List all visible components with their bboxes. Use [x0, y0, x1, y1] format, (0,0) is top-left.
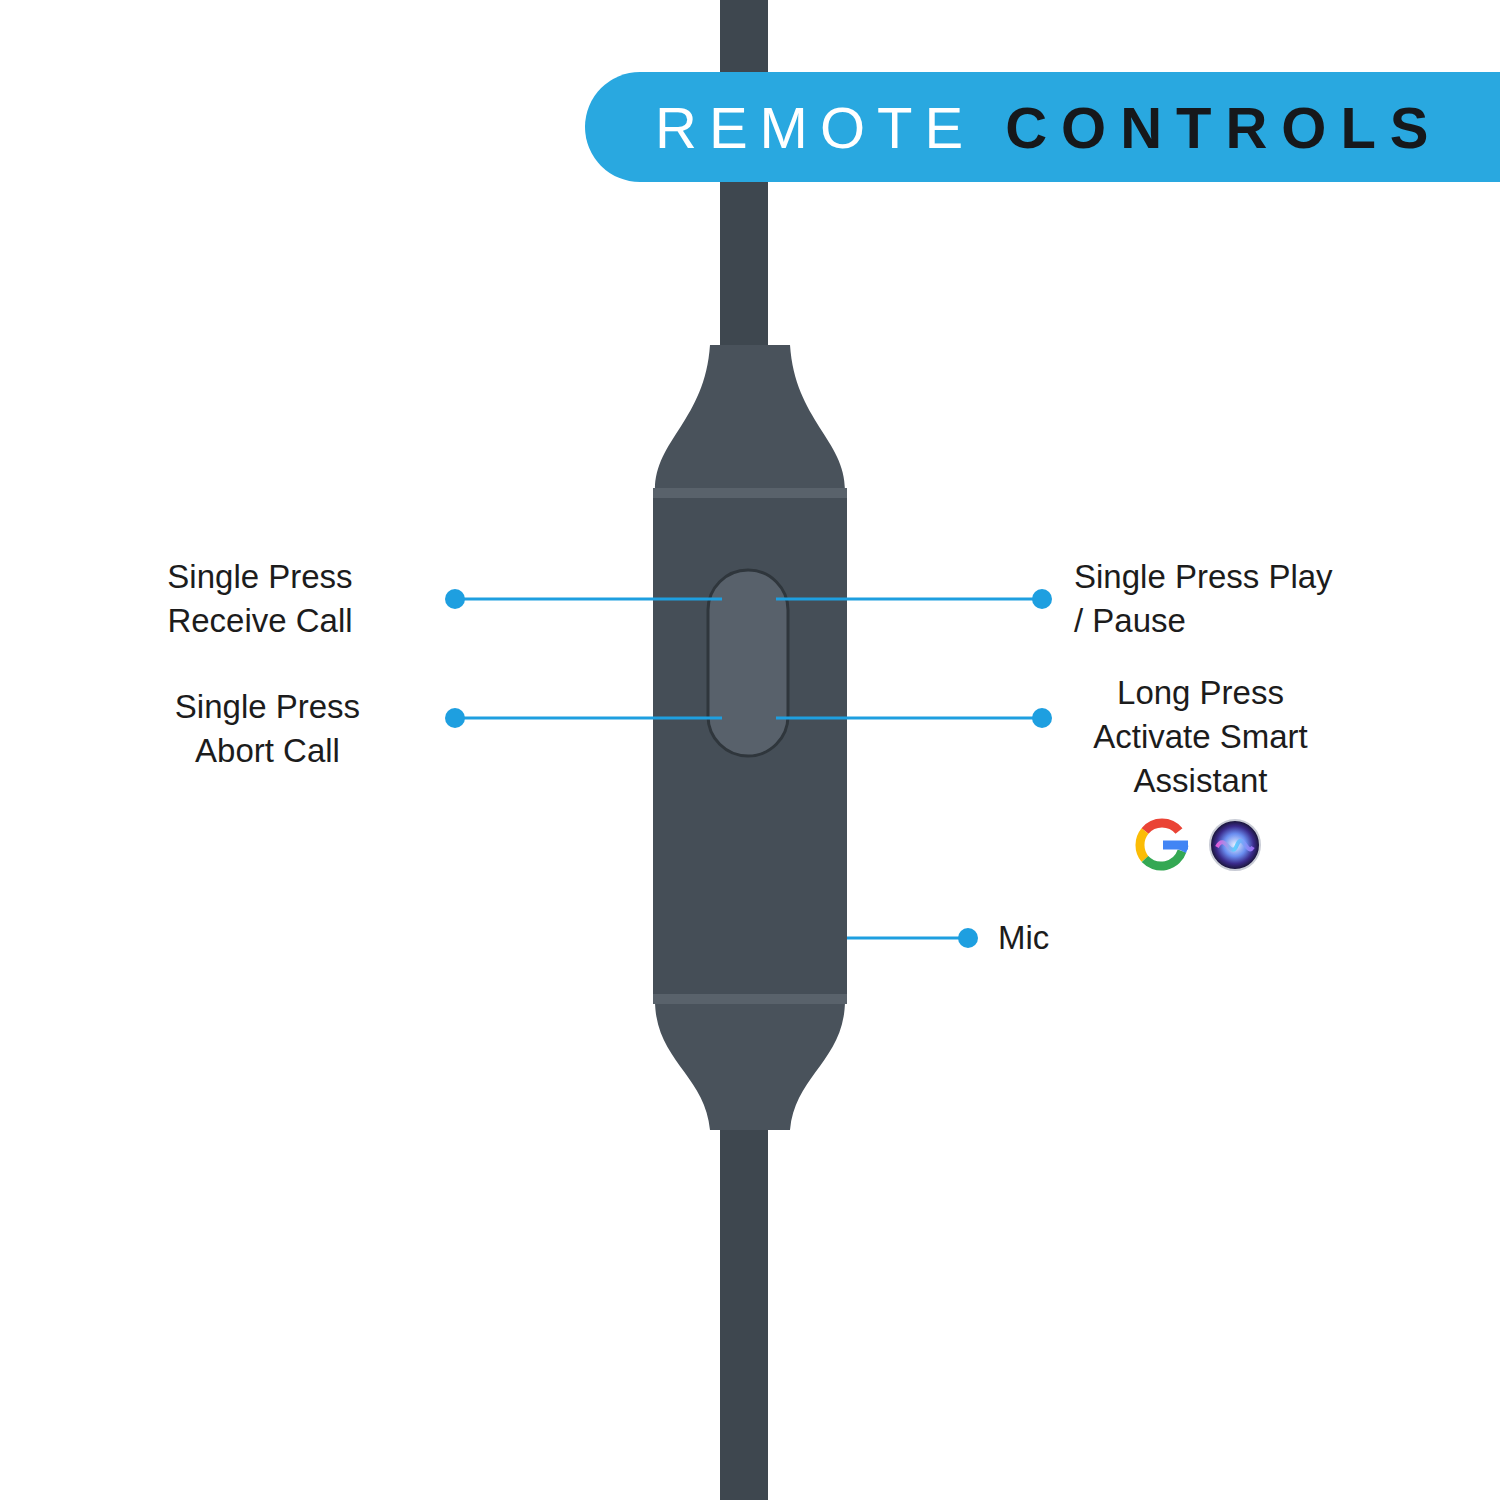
leader-dots [445, 589, 1052, 948]
siri-icon [1210, 820, 1260, 870]
body-ridge [653, 488, 847, 498]
remote-neck [655, 1000, 845, 1130]
mic-label: Mic [998, 916, 1118, 960]
google-icon [1140, 823, 1188, 866]
banner-text: REMOTE [655, 94, 975, 161]
banner-text: CONTROLS [1005, 94, 1442, 161]
remote-body [653, 488, 847, 1004]
button-function: Long Press Activate Smart Assistant [1058, 671, 1343, 803]
body-ridge [653, 994, 847, 1004]
title-banner: REMOTE CONTROLS [585, 72, 1500, 182]
remote-neck [655, 345, 845, 490]
cable [720, 1120, 768, 1500]
leader-lines [455, 599, 1042, 938]
button-function: Single Press Play / Pause [1074, 555, 1334, 643]
button-function: Single Press Abort Call [135, 685, 400, 773]
button-function: Single Press Receive Call [130, 555, 390, 643]
